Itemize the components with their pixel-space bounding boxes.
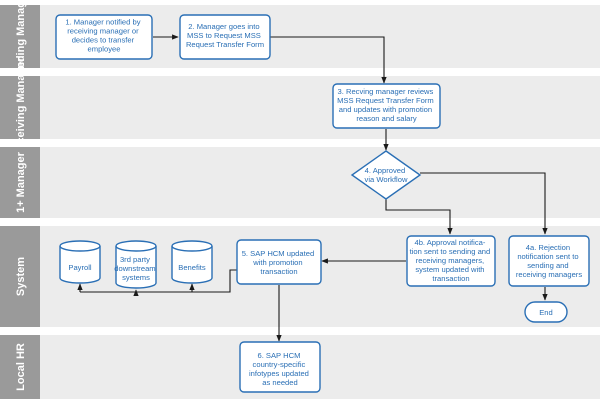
step-2-box: 2. Manager goes into MSS to Request MSS … — [179, 14, 271, 60]
arrow-s4-to-s4a — [420, 172, 548, 235]
arrow-s2-to-s3 — [270, 36, 387, 84]
step-6-line-2: country-specific — [253, 360, 306, 369]
step-3-line-2: MSS Request Transfer Form — [337, 96, 434, 105]
svg-text:End: End — [539, 308, 553, 317]
end-terminator: End — [524, 301, 568, 323]
svg-text:5. SAP HCM updated with: 5. SAP HCM updated with promotion transa… — [242, 249, 317, 276]
step-5-line-1: 5. SAP HCM updated — [242, 249, 314, 258]
lane-label-1plus-manager: 1+ Manager — [15, 151, 27, 213]
step-6-line-3: infotypes updated — [249, 369, 309, 378]
step-4b-line-4: system updated with — [415, 265, 484, 274]
lane-receiving-manager: Receiving Manager — [0, 57, 600, 158]
thirdparty-line-3: systems — [122, 273, 150, 282]
step-3-line-1: 3. Recving manager reviews — [338, 87, 434, 96]
svg-text:Payroll: Payroll — [68, 263, 92, 272]
database-thirdparty: 3rd party downstream systems — [114, 240, 158, 289]
step-4b-line-3: receiving managers, — [416, 256, 484, 265]
step-1-line-3: decides to transfer — [72, 36, 135, 45]
step-5-line-3: transaction — [260, 267, 297, 276]
decision-4-diamond: 4. Approved via Workflow — [350, 150, 422, 200]
benefits-label: Benefits — [178, 263, 206, 272]
svg-text:4b. Approval notifica- t: 4b. Approval notifica- tion sent to send… — [410, 238, 493, 283]
lane-label-sending-manager: Sending Manager — [15, 0, 27, 82]
decision-4-line-1: 4. Approved — [365, 166, 406, 175]
payroll-label: Payroll — [68, 263, 92, 272]
svg-text:1. Manager notified by r: 1. Manager notified by receiving manager… — [65, 18, 142, 54]
lane-label-local-hr: Local HR — [15, 343, 27, 391]
database-benefits: Benefits — [171, 240, 213, 284]
arrow-s4-to-s4b — [385, 199, 453, 235]
end-label: End — [539, 308, 553, 317]
step-4a-line-1: 4a. Rejection — [526, 243, 570, 252]
step-1-line-1: 1. Manager notified by — [65, 18, 140, 27]
database-payroll: Payroll — [59, 240, 101, 284]
step-3-line-4: reason and salary — [356, 114, 417, 123]
step-6-line-1: 6. SAP HCM — [257, 351, 300, 360]
connector-s5-to-databases — [80, 269, 237, 293]
svg-text:2. Manager goes into MSS: 2. Manager goes into MSS to Request MSS … — [186, 22, 264, 49]
svg-text:3. Recving manager reviews: 3. Recving manager reviews MSS Request T… — [337, 87, 436, 123]
lane-label-receiving-manager: Receiving Manager — [15, 57, 27, 158]
step-2-line-2: MSS to Request MSS — [187, 31, 261, 40]
step-4a-line-3: sending and — [527, 261, 568, 270]
decision-4-line-2: via Workflow — [365, 175, 408, 184]
step-4b-line-1: 4b. Approval notifica- — [414, 238, 485, 247]
step-5-line-2: with promotion — [252, 258, 302, 267]
svg-text:3rd party downstream: 3rd party downstream systems — [114, 255, 158, 282]
lane-label-system: System — [15, 257, 27, 296]
step-3-line-3: and updates with promotion — [339, 105, 432, 114]
step-1-line-2: receiving manager or — [67, 27, 139, 36]
svg-text:Benefits: Benefits — [178, 263, 206, 272]
svg-text:4. Approved via Workflow: 4. Approved via Workflow — [365, 166, 408, 184]
svg-text:6. SAP HCM country-speci: 6. SAP HCM country-specific infotypes up… — [249, 351, 311, 387]
lane-1plus-manager: 1+ Manager — [0, 147, 600, 218]
step-6-line-4: as needed — [262, 378, 297, 387]
thirdparty-line-2: downstream — [114, 264, 155, 273]
step-4b-box: 4b. Approval notifica- tion sent to send… — [406, 235, 496, 287]
step-2-line-3: Request Transfer Form — [186, 40, 264, 49]
step-4a-line-2: notification sent to — [517, 252, 578, 261]
connectors — [77, 34, 548, 342]
step-6-box: 6. SAP HCM country-specific infotypes up… — [239, 341, 321, 393]
step-4b-line-5: transaction — [432, 274, 469, 283]
step-4a-box: 4a. Rejection notification sent to sendi… — [508, 235, 590, 287]
thirdparty-line-1: 3rd party — [120, 255, 150, 264]
step-4a-line-4: receiving managers — [516, 270, 582, 279]
step-3-box: 3. Recving manager reviews MSS Request T… — [332, 83, 441, 129]
step-2-line-1: 2. Manager goes into — [188, 22, 259, 31]
svg-text:4a. Rejection notificati: 4a. Rejection notification sent to sendi… — [516, 243, 582, 279]
step-5-box: 5. SAP HCM updated with promotion transa… — [236, 239, 322, 285]
step-4b-line-2: tion sent to sending and — [410, 247, 491, 256]
step-1-line-4: employee — [88, 45, 121, 54]
step-1-box: 1. Manager notified by receiving manager… — [55, 14, 153, 60]
